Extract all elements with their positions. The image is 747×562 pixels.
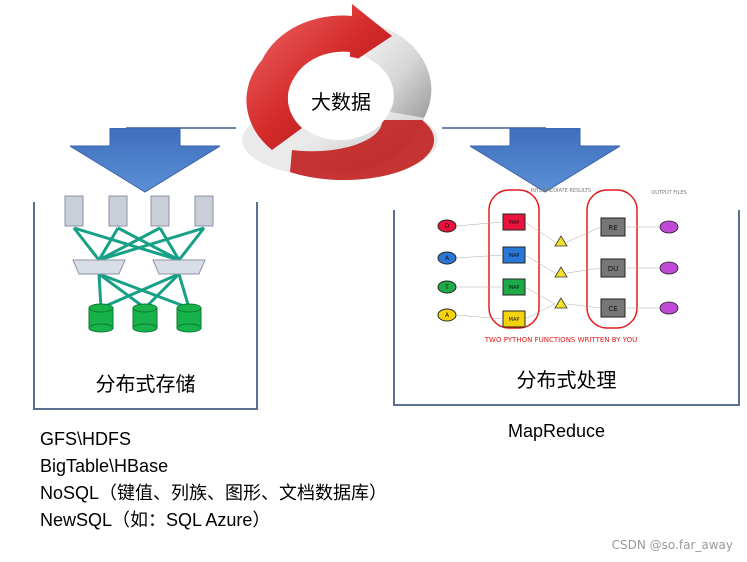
processing-title: 分布式处理 [516, 368, 617, 392]
distributed-processing-panel: D A T A MAP MAP MAP MAP [393, 188, 740, 406]
caption-line-bigtable: BigTable\HBase [40, 456, 169, 476]
storage-caption: GFS\HDFS BigTable\HBase NoSQL（键值、列族、图形、文… [40, 426, 387, 534]
caption-line-nosql: NoSQL（键值、列族、图形、文档数据库） [40, 483, 388, 503]
storage-title: 分布式存储 [95, 372, 196, 396]
watermark: CSDN @so.far_away [611, 538, 733, 552]
map-label-4: MAP [509, 317, 520, 323]
processing-caption: MapReduce [508, 421, 606, 441]
reduce-label-du: DU [608, 265, 619, 273]
right-down-arrow-icon [470, 128, 620, 194]
map-label-1: MAP [509, 220, 520, 226]
reduce-label-re: RE [608, 224, 617, 232]
left-down-arrow-icon [70, 128, 220, 194]
storage-network-icon [64, 195, 214, 333]
reduce-label-ce: CE [608, 305, 617, 313]
cycle-ring-icon [242, 4, 438, 181]
input-d: D [445, 223, 450, 230]
big-data-cycle-graphic [232, 0, 442, 185]
output-files-label: OUTPUT FILES [651, 190, 686, 196]
python-functions-note: TWO PYTHON FUNCTIONS WRITTEN BY YOU [484, 336, 637, 344]
intermediate-label: INTERMEDIATE RESULTS [531, 188, 591, 194]
input-t: T [444, 284, 449, 291]
map-label-3: MAP [509, 285, 520, 291]
input-a1: A [445, 255, 450, 262]
big-data-label: 大数据 [311, 90, 371, 114]
distributed-storage-panel: 分布式存储 [33, 195, 258, 410]
mapreduce-figure: D A T A MAP MAP MAP MAP [437, 188, 687, 344]
caption-line-newsql: NewSQL（如：SQL Azure） [40, 510, 271, 530]
left-connector-line [126, 127, 236, 129]
right-connector-line [442, 127, 546, 129]
input-a2: A [445, 312, 450, 319]
map-label-2: MAP [509, 253, 520, 259]
caption-line-gfs: GFS\HDFS [40, 429, 132, 449]
